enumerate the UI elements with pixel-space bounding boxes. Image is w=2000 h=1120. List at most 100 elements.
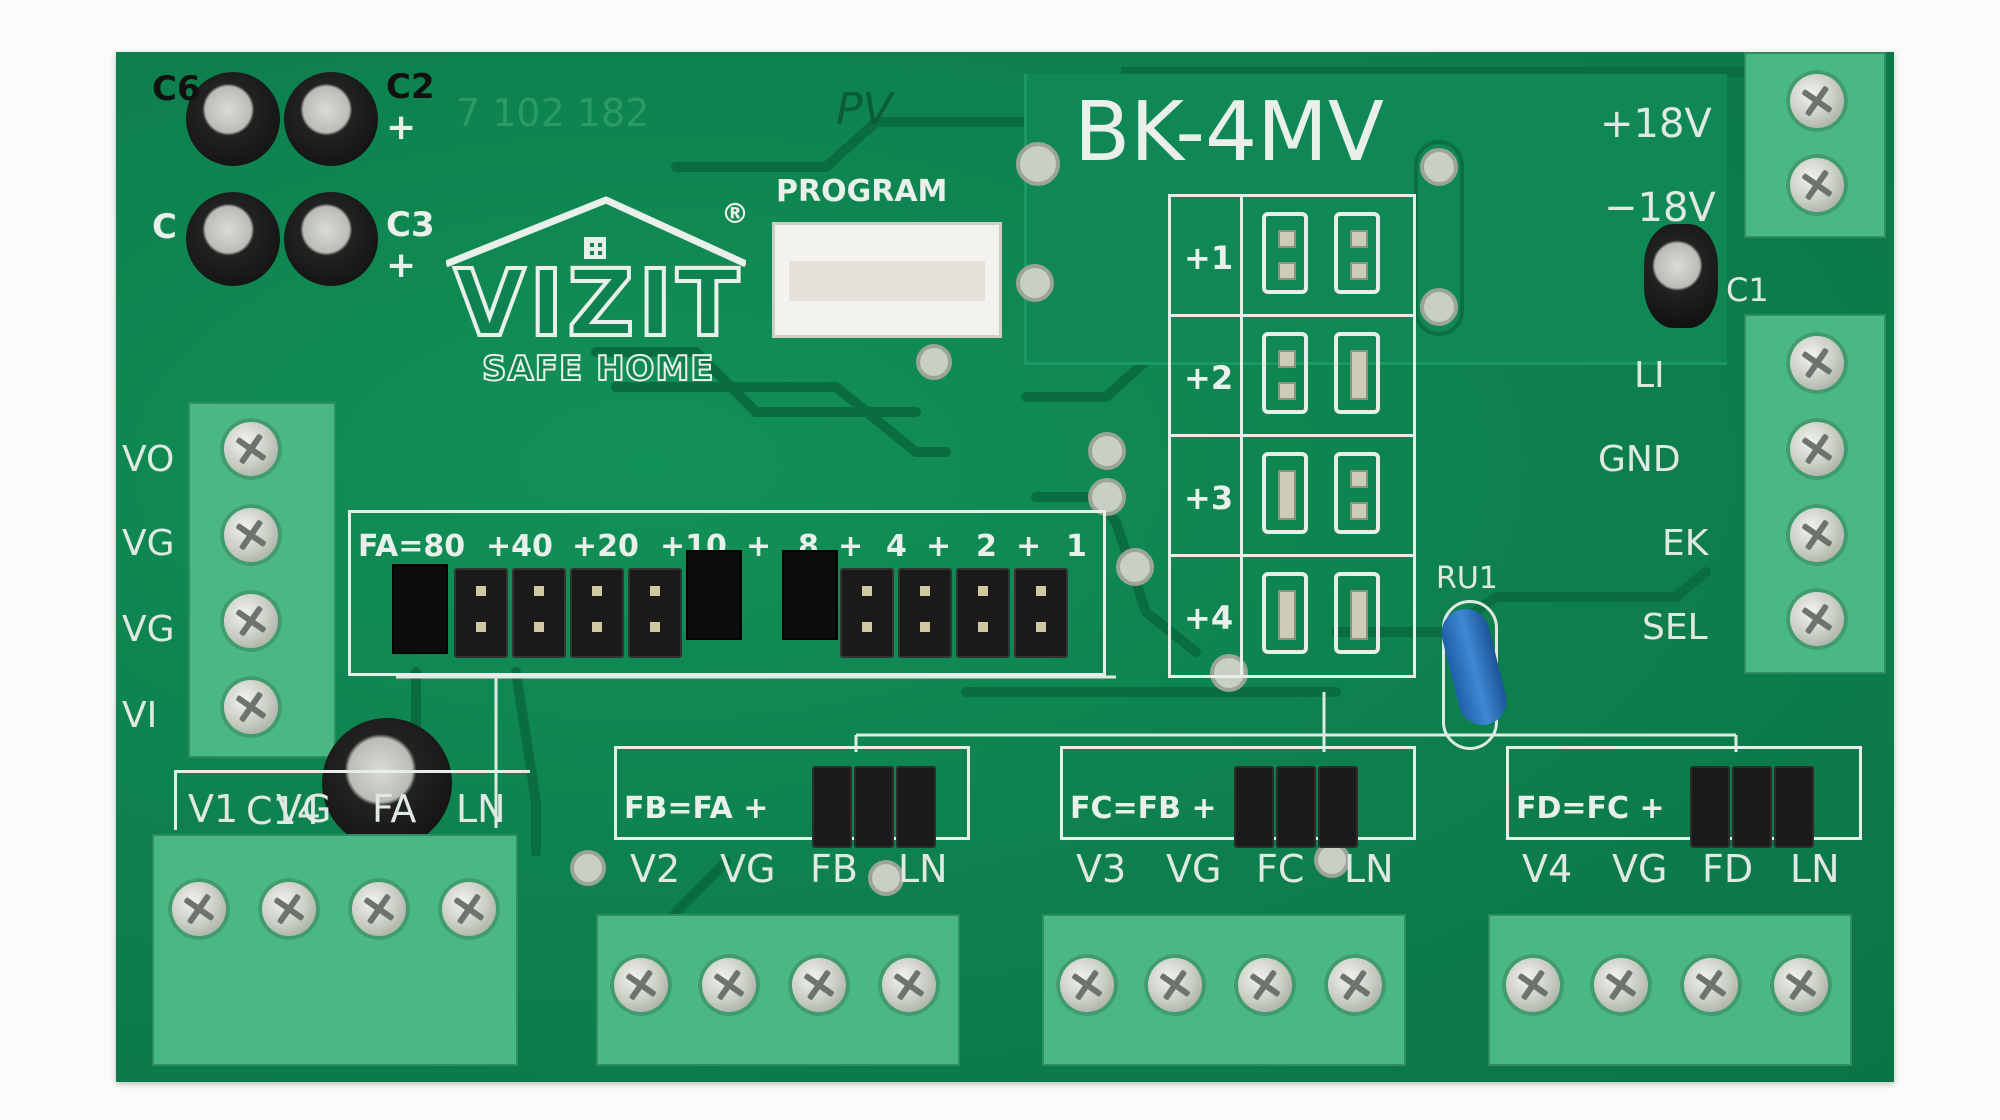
screw-vi[interactable] [220,676,282,738]
terminal-label-v3: V3 [1076,847,1127,891]
program-connector[interactable] [772,222,1002,338]
jumper-header-fc[interactable] [1234,766,1360,848]
solder-jumper-4a[interactable] [1262,572,1308,654]
terminal-label-vg-4: VG [1612,847,1668,891]
solder-jumper-2b[interactable] [1334,332,1380,414]
screw-gnd[interactable] [1786,418,1848,480]
pin-header[interactable] [454,568,508,658]
terminal-label-fc: FC [1256,847,1305,891]
via-pad [570,850,606,886]
terminal-block-1 [152,834,518,1066]
screw-ek[interactable] [1786,504,1848,566]
terminal-label-ln-2: LN [898,847,948,891]
fa-label-20: +20 [572,529,639,564]
screw-v4[interactable] [1502,954,1564,1016]
jumper-header-fd[interactable] [1690,766,1816,848]
terminal-label-vg-3: VG [1166,847,1222,891]
fa-plus-1: + [746,529,772,564]
via-pad [916,344,952,380]
screw-ln-4[interactable] [1770,954,1832,1016]
solder-jumper-3b[interactable] [1334,452,1380,534]
label-c2: C2 [386,67,435,107]
screw-plus-18v[interactable] [1786,70,1848,132]
via-pad [868,860,904,896]
via-pad [1116,548,1154,586]
pin-header[interactable] [570,568,624,658]
group-4-label: FD=FC + [1516,791,1665,826]
label-c6: C6 [152,69,201,109]
terminal-block-left [188,402,336,758]
screw-fc[interactable] [1234,954,1296,1016]
pin-header[interactable] [956,568,1010,658]
house-roof-icon [446,196,746,268]
pin-header[interactable] [898,568,952,658]
label-plus-18v: +18V [1600,101,1712,147]
solder-jumper-1b[interactable] [1334,212,1380,294]
screw-vg-2[interactable] [698,954,760,1016]
group-4-outline [1506,746,1862,840]
screw-vg-4[interactable] [1590,954,1652,1016]
screw-ln[interactable] [438,878,500,940]
label-vg-2: VG [122,609,175,650]
group-3-label: FC=FB + [1070,791,1217,826]
screw-vo[interactable] [220,418,282,480]
terminal-label-v1: V1 [188,787,239,831]
via-pad [1088,478,1126,516]
group-2-label: FB=FA + [624,791,769,826]
via-pad [1016,264,1054,302]
pin-header[interactable] [840,568,894,658]
jumper-fa-10[interactable] [686,550,742,640]
screw-fa[interactable] [348,878,410,940]
label-c2-plus: + [386,107,417,148]
label-minus-18v: −18V [1604,185,1716,231]
jumper-fa-80[interactable] [392,564,448,654]
fa-plus-4: + [1016,529,1042,564]
capacitor-c14 [322,718,452,848]
capacitor-c3 [284,192,378,286]
jumper-header-fb[interactable] [812,766,938,848]
solder-jumper-2a[interactable] [1262,332,1308,414]
terminal-label-ln-4: LN [1790,847,1840,891]
label-sel: SEL [1642,607,1708,648]
terminal-label-ln: LN [456,787,506,831]
screw-ln-2[interactable] [878,954,940,1016]
terminal-block-power [1744,52,1886,238]
label-ek: EK [1662,523,1709,564]
screw-sel[interactable] [1786,588,1848,650]
pin-header[interactable] [512,568,566,658]
serial-number: 7 102 182 [456,91,650,135]
switch-label-2: +2 [1184,359,1234,397]
solder-jumper-1a[interactable] [1262,212,1308,294]
screw-vg-1[interactable] [220,504,282,566]
screw-li[interactable] [1786,332,1848,394]
solder-jumper-4b[interactable] [1334,572,1380,654]
fa-header-outline [348,510,1106,676]
terminal-block-4 [1488,914,1852,1066]
label-c3: C3 [386,205,435,245]
screw-minus-18v[interactable] [1786,154,1848,216]
jumper-fa-8[interactable] [782,550,838,640]
safe-home-text: SAFE HOME [481,349,715,389]
via-pad [1088,432,1126,470]
screw-fd[interactable] [1680,954,1742,1016]
solder-jumper-3a[interactable] [1262,452,1308,534]
label-gnd: GND [1598,439,1681,480]
screw-v1[interactable] [168,878,230,940]
terminal-label-fa: FA [372,787,417,831]
screw-vg-2[interactable] [220,590,282,652]
fa-label-80: FA=80 [358,529,466,564]
label-c1: C1 [1726,271,1769,309]
screw-ln-3[interactable] [1324,954,1386,1016]
pin-header[interactable] [628,568,682,658]
screw-vg-3[interactable] [1144,954,1206,1016]
label-c14: C14 [246,789,321,833]
pin-header[interactable] [1014,568,1068,658]
terminal-label-ln-3: LN [1344,847,1394,891]
screw-fb[interactable] [788,954,850,1016]
screw-v2[interactable] [610,954,672,1016]
vizit-logo: VIZIT [452,250,744,357]
screw-v3[interactable] [1056,954,1118,1016]
screw-vg[interactable] [258,878,320,940]
terminal-label-vg-2: VG [720,847,776,891]
